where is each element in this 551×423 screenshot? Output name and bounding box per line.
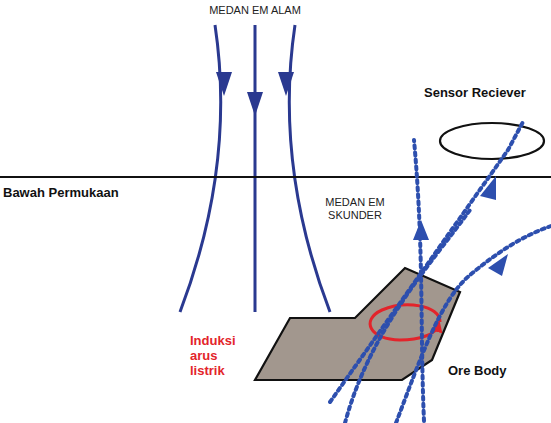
ore-body-label: Ore Body xyxy=(448,364,544,379)
subsurface-label: Bawah Permukaan xyxy=(3,186,173,201)
field-line xyxy=(289,25,330,312)
field-title: MEDAN EM ALAM xyxy=(195,4,315,17)
secondary-field-line xyxy=(330,120,524,402)
secondary-field-line xyxy=(345,210,470,423)
secondary-field-line xyxy=(396,226,551,423)
secondary-field-lines xyxy=(330,120,551,423)
induced-current-label: Induksi arus listrik xyxy=(190,334,246,379)
field-arrowheads xyxy=(216,72,294,116)
sensor-label: Sensor Reciever xyxy=(424,86,548,101)
ground-surface xyxy=(0,176,551,178)
field-line xyxy=(254,25,257,312)
natural-field-lines xyxy=(180,25,330,312)
sensor-loop xyxy=(440,123,544,159)
field-line xyxy=(180,25,221,312)
secondary-arrowheads xyxy=(413,176,508,276)
secondary-field-label: MEDAN EM SKUNDER xyxy=(305,196,405,221)
